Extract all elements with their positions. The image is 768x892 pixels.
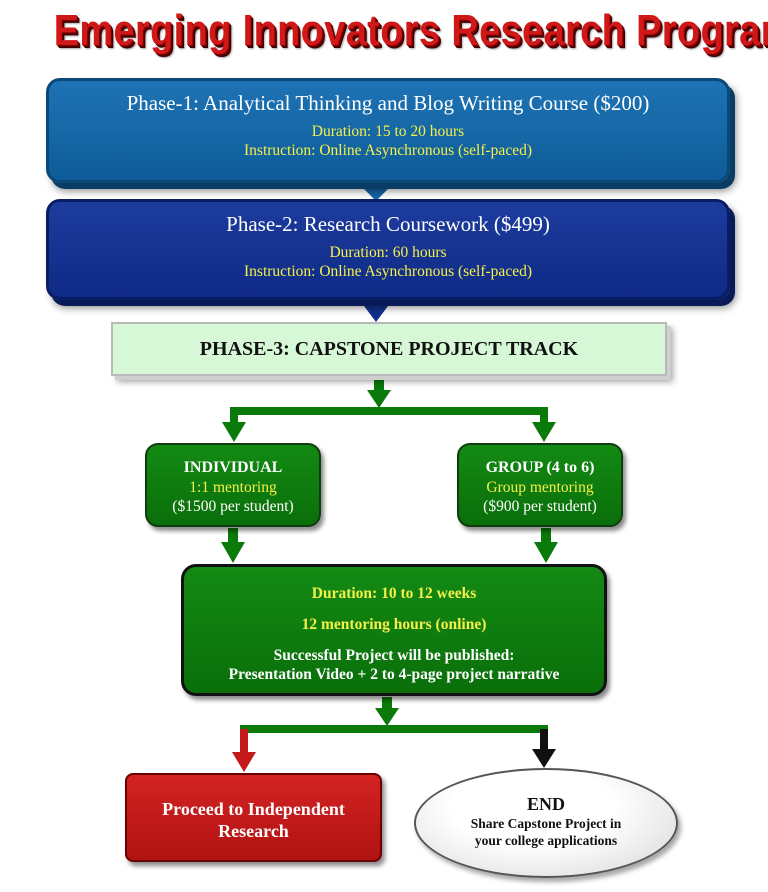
- capstone-deliverables: Presentation Video + 2 to 4-page project…: [228, 666, 560, 683]
- phase1-box: Phase-1: Analytical Thinking and Blog Wr…: [46, 78, 730, 183]
- end-title: END: [526, 794, 565, 814]
- proceed-line1: Proceed to Independent: [162, 799, 345, 819]
- arrow-tracks-to-capstone: [221, 528, 558, 563]
- proceed-independent-research-box: Proceed to Independent Research: [125, 773, 382, 862]
- arrow-phase2-to-phase3: [364, 300, 388, 322]
- phase2-box: Phase-2: Research Coursework ($499) Dura…: [46, 199, 730, 300]
- phase2-duration: Duration: 60 hours: [329, 244, 447, 261]
- individual-track-box: INDIVIDUAL 1:1 mentoring ($1500 per stud…: [145, 443, 321, 527]
- arrow-phase1-to-phase2: [364, 183, 388, 201]
- end-ellipse: END Share Capstone Project in your colle…: [414, 768, 678, 878]
- group-title: GROUP (4 to 6): [485, 459, 595, 476]
- individual-mentoring: 1:1 mentoring: [189, 479, 277, 496]
- group-mentoring: Group mentoring: [486, 479, 594, 496]
- phase3-heading: PHASE-3: CAPSTONE PROJECT TRACK: [199, 338, 579, 360]
- phase2-heading: Phase-2: Research Coursework ($499): [226, 212, 550, 236]
- phase2-instruction: Instruction: Online Asynchronous (self-p…: [244, 263, 532, 280]
- phase1-heading: Phase-1: Analytical Thinking and Blog Wr…: [126, 91, 650, 115]
- arrow-capstone-split: [232, 697, 556, 772]
- capstone-published: Successful Project will be published:: [273, 647, 515, 664]
- group-price: ($900 per student): [483, 498, 597, 515]
- capstone-details-box: Duration: 10 to 12 weeks 12 mentoring ho…: [181, 564, 607, 696]
- phase1-instruction: Instruction: Online Asynchronous (self-p…: [244, 142, 532, 159]
- phase1-duration: Duration: 15 to 20 hours: [311, 123, 465, 140]
- individual-price: ($1500 per student): [172, 498, 294, 515]
- individual-title: INDIVIDUAL: [183, 459, 283, 476]
- end-line1: Share Capstone Project in: [470, 816, 622, 831]
- proceed-line2: Research: [218, 821, 289, 841]
- phase3-box: PHASE-3: CAPSTONE PROJECT TRACK: [111, 322, 667, 376]
- end-line2: your college applications: [474, 833, 618, 848]
- arrow-phase3-split: [222, 378, 556, 442]
- group-track-box: GROUP (4 to 6) Group mentoring ($900 per…: [457, 443, 623, 527]
- capstone-duration: Duration: 10 to 12 weeks: [311, 585, 477, 602]
- capstone-hours: 12 mentoring hours (online): [301, 616, 487, 633]
- program-title: Emerging Innovators Research Program: [53, 6, 768, 55]
